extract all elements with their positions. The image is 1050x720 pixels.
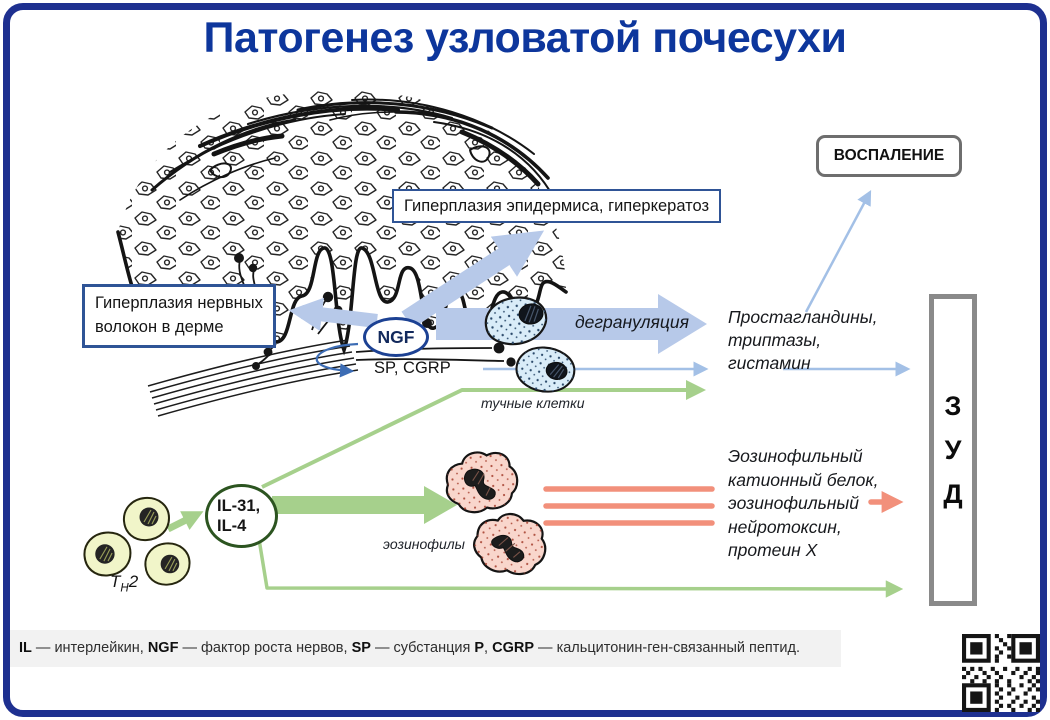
nerve-fiber-bundle (147, 339, 359, 417)
salmon-arrows (543, 486, 904, 526)
th2-label: TH2 (110, 572, 138, 594)
th2-cell (144, 542, 191, 586)
il-to-eosinophils-arrow (272, 486, 457, 524)
degranulation-label: дегрануляция (575, 312, 689, 332)
footer-abbr: NGF (147, 640, 179, 656)
arrow-to-epidermis-box (401, 230, 545, 329)
arrow-to-inflammation (804, 190, 872, 313)
itch-letter: У (944, 434, 962, 465)
il-line: IL-31, (217, 497, 261, 515)
mediator-line: нейротоксин, (728, 516, 842, 537)
itch-letter: З (944, 390, 962, 421)
th2-post: 2 (128, 572, 139, 591)
th2-to-il-arrow (166, 511, 204, 533)
abbreviations-footer: IL — интерлейкин, NGF — фактор роста нер… (10, 630, 841, 667)
th2-pre: T (110, 572, 121, 591)
footer-abbr: P (474, 640, 485, 656)
eosinophil-cell (445, 451, 519, 514)
qr-code (962, 634, 1040, 712)
mediator-line: протеин Х (728, 540, 818, 560)
footer-text: , (484, 640, 493, 656)
th2-cell (122, 496, 171, 542)
mediator-line: эозинофильный (728, 493, 860, 513)
footer-text: — субстанция (370, 640, 475, 656)
sp-cgrp-label: SP, CGRP (374, 359, 451, 377)
il-node: IL-31, IL-4 (205, 484, 278, 548)
mediator-line: Эозинофильный (728, 446, 863, 466)
mast-cell (484, 296, 548, 346)
mast-cell (515, 346, 576, 393)
arrow-to-nerve-box (288, 297, 378, 332)
mediator-line: триптазы, (728, 330, 822, 350)
nerve-hyperplasia-box: Гиперплазия нервных волокон в дерме (82, 284, 276, 348)
itch-box: З У Д (929, 294, 977, 606)
itch-letter: Д (943, 478, 963, 509)
eos-mediators-text: Эозинофильный катионный белок, эозинофил… (728, 445, 879, 563)
footer-text: — фактор роста нервов, (178, 640, 352, 656)
nerve-ending-dots (234, 253, 516, 370)
footer-text: — интерлейкин, (31, 640, 148, 656)
green-arrows (166, 380, 904, 598)
ngf-to-spcgrp-curved-arrow (315, 342, 359, 378)
mediator-line: Простагландины, (728, 307, 878, 327)
th2-sub: H (120, 582, 129, 595)
page-title: Патогенез узловатой почесухи (203, 14, 847, 62)
inflammation-box: ВОСПАЛЕНИЕ (816, 135, 962, 177)
eosinophils-label: эозинофилы (383, 536, 465, 552)
footer-abbr: CGRP (492, 640, 535, 656)
il-to-mast-row-arrow (261, 380, 706, 489)
mediator-line: гистамин (728, 353, 811, 373)
footer-abbr: SP (351, 640, 371, 656)
footer-text: — кальцитонин-ген-связанный пептид. (534, 640, 800, 656)
eosinophil-cell (472, 512, 547, 576)
th2-cell (83, 531, 132, 577)
il-line: IL-4 (217, 517, 247, 535)
mediator-line: катионный белок, (728, 469, 879, 490)
hyperkeratosis-scales (150, 98, 555, 201)
mast-cells-label: тучные клетки (481, 395, 585, 411)
il-bottom-to-itch-arrow (256, 532, 904, 598)
epidermis-hyperplasia-box: Гиперплазия эпидермиса, гиперкератоз (392, 189, 722, 223)
footer-abbr: IL (19, 640, 32, 656)
ngf-node: NGF (363, 317, 429, 357)
mast-mediators-text: Простагландины, триптазы, гистамин (728, 306, 877, 375)
